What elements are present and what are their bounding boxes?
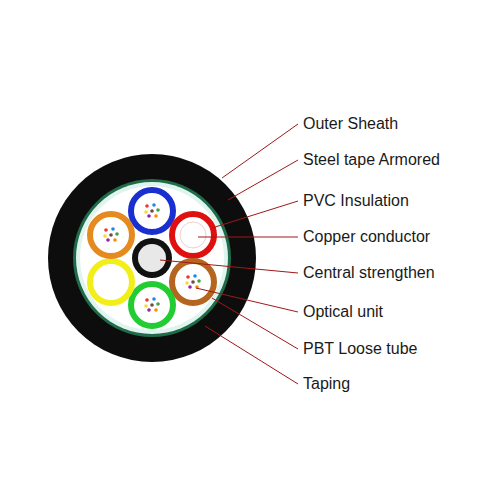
steel-tape: [73, 179, 231, 337]
leader-lines: [160, 124, 298, 384]
green-tube: [131, 284, 173, 326]
taping: [76, 182, 228, 334]
callout-label: PBT Loose tube: [303, 340, 417, 358]
callout-label: Taping: [303, 375, 350, 393]
blue-tube: [131, 190, 173, 232]
yellow-insulation: [90, 261, 132, 303]
central-core: [138, 244, 166, 272]
central-strengthen: [132, 238, 172, 278]
outer-sheath: [48, 154, 256, 362]
callout-label: Outer Sheath: [303, 115, 398, 133]
cable-core: [80, 186, 224, 330]
callout-label: Steel tape Armored: [303, 151, 440, 169]
brown-tube: [172, 261, 214, 303]
callout-label: Central strengthen: [303, 264, 435, 282]
red-insulation: [172, 214, 214, 256]
callout-label: Copper conductor: [303, 228, 430, 246]
callout-label: Optical unit: [303, 303, 383, 321]
callout-label: PVC Insulation: [303, 192, 409, 210]
orange-tube: [90, 214, 132, 256]
